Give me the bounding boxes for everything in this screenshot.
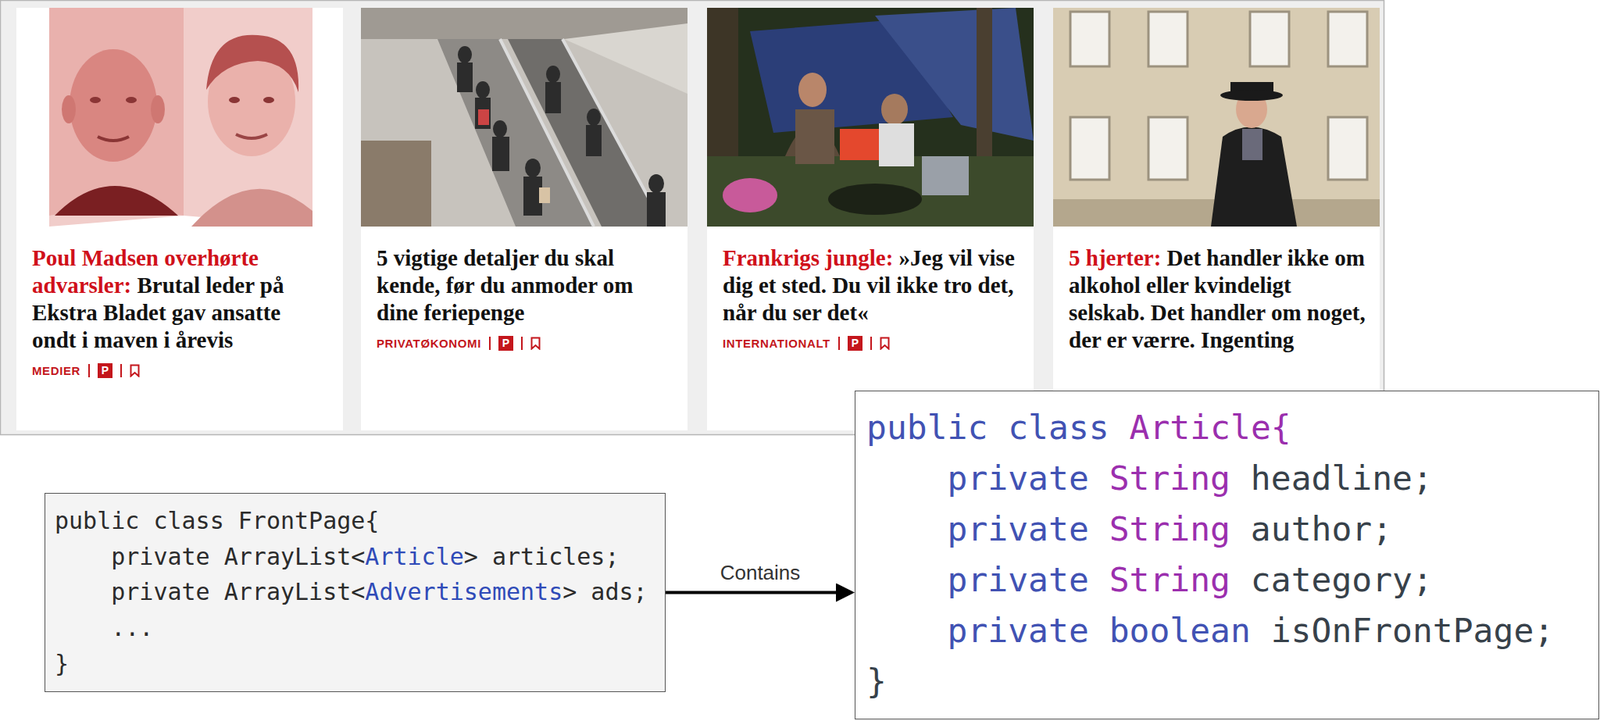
article-card: Poul Madsen overhørte advarsler:Brutal l… bbox=[16, 7, 343, 431]
kicker: Frankrigs jungle: bbox=[722, 245, 893, 271]
article-card: Frankrigs jungle:»Jeg vil vise dig et st… bbox=[707, 7, 1034, 431]
code-line: } bbox=[866, 656, 1588, 708]
bookmark-icon bbox=[879, 336, 890, 350]
connector-arrow bbox=[665, 591, 836, 595]
code-token: private bbox=[947, 458, 1090, 498]
code-line: public class FrontPage{ bbox=[54, 503, 656, 540]
kicker: 5 hjerter: bbox=[1068, 245, 1161, 271]
code-token: private ArrayList< bbox=[110, 542, 365, 571]
code-token: isOnFrontPage; bbox=[1271, 610, 1554, 650]
headline: Frankrigs jungle:»Jeg vil vise dig et st… bbox=[722, 244, 1020, 327]
separator bbox=[870, 336, 872, 350]
code-token: public class bbox=[866, 407, 1110, 447]
code-token: author; bbox=[1250, 509, 1393, 549]
code-token: Advertisements bbox=[364, 578, 563, 606]
category: INTERNATIONALT bbox=[722, 336, 831, 351]
headline-text: 5 vigtige detaljer du skal kende, før du… bbox=[376, 245, 633, 325]
category-row: PRIVATØKONOMI P bbox=[376, 335, 541, 351]
code-token: private bbox=[947, 509, 1090, 549]
code-token: private bbox=[947, 610, 1090, 650]
code-token: boolean bbox=[1109, 610, 1251, 650]
code-token: headline; bbox=[1250, 458, 1433, 498]
code-token: String bbox=[1109, 509, 1231, 549]
category-row: INTERNATIONALT P bbox=[722, 335, 890, 351]
code-line: public class Article{ bbox=[866, 402, 1588, 454]
code-line: private boolean isOnFrontPage; bbox=[866, 605, 1588, 657]
code-line: private String headline; bbox=[866, 453, 1588, 504]
code-token: String bbox=[1109, 560, 1231, 600]
separator bbox=[838, 336, 840, 350]
edge-label: Contains bbox=[717, 560, 804, 586]
code-line: } bbox=[54, 646, 656, 683]
bookmark-icon bbox=[129, 364, 140, 378]
code-token: } bbox=[866, 661, 887, 701]
code-line: private ArrayList<Article> articles; bbox=[54, 539, 656, 575]
headline: 5 hjerter:Det handler ikke om alkohol el… bbox=[1068, 244, 1366, 354]
separator bbox=[88, 364, 90, 378]
code-token: category; bbox=[1250, 560, 1433, 600]
p-badge: P bbox=[498, 335, 514, 351]
code-token: > ads; bbox=[562, 578, 647, 606]
bookmark-icon bbox=[530, 336, 541, 350]
bookmark-shape bbox=[531, 338, 540, 350]
code-line: private String category; bbox=[866, 554, 1588, 606]
code-token: > articles; bbox=[464, 542, 620, 571]
article-card: 5 vigtige detaljer du skal kende, før du… bbox=[360, 7, 688, 431]
code-line: ... bbox=[54, 610, 656, 647]
code-token: Article bbox=[364, 542, 464, 571]
category: PRIVATØKONOMI bbox=[376, 336, 482, 351]
headline: Poul Madsen overhørte advarsler:Brutal l… bbox=[32, 244, 329, 354]
separator bbox=[489, 336, 491, 350]
code-box: public class FrontPage{ private ArrayList… bbox=[44, 492, 666, 693]
article-card: 5 hjerter:Det handler ikke om alkohol el… bbox=[1053, 7, 1380, 431]
category-row: MEDIER P bbox=[32, 363, 140, 379]
category: MEDIER bbox=[32, 364, 81, 379]
bookmark-shape bbox=[880, 338, 889, 350]
bookmark-shape bbox=[130, 365, 139, 377]
code-token: Article{ bbox=[1129, 407, 1292, 447]
code-token: private bbox=[947, 560, 1090, 600]
code-token: public class FrontPage{ bbox=[54, 507, 379, 535]
code-token: String bbox=[1109, 458, 1231, 498]
p-badge: P bbox=[847, 335, 863, 351]
separator bbox=[120, 364, 122, 378]
headline: 5 vigtige detaljer du skal kende, før du… bbox=[376, 244, 674, 327]
code-line: private String author; bbox=[866, 503, 1588, 555]
code-box: public classArticle{privateStringheadlin… bbox=[854, 390, 1600, 720]
code-token: } bbox=[54, 650, 69, 678]
code-token: private ArrayList< bbox=[110, 578, 365, 606]
p-badge: P bbox=[97, 363, 113, 379]
separator bbox=[521, 336, 523, 350]
code-line: private ArrayList<Advertisements> ads; bbox=[54, 574, 656, 611]
code-token: ... bbox=[110, 614, 154, 642]
